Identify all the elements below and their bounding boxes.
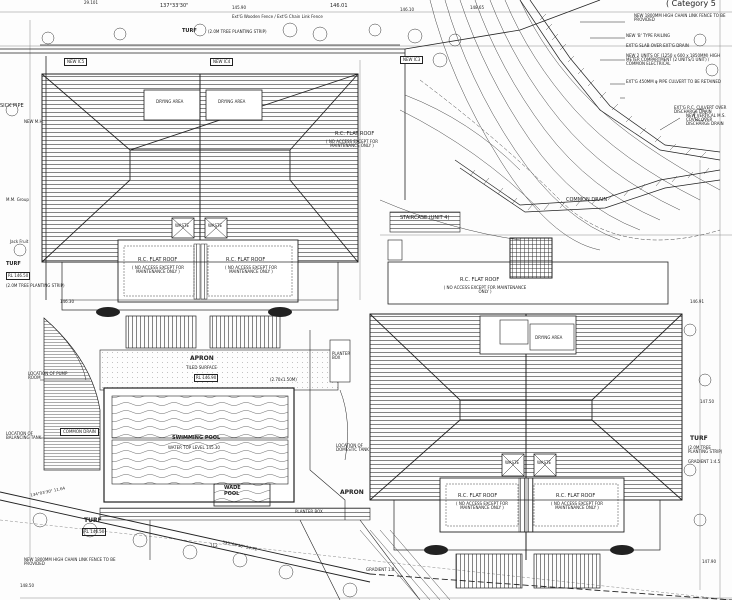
jack-fruit-label: Jack Fruit — [10, 239, 29, 244]
top-fence-note: Ext'G Wooden Fence / Ext'G Chain Link Fe… — [232, 14, 323, 19]
unit-b-rc-roof-left: R.C. FLAT ROOF — [458, 493, 498, 499]
top-tree-strip: (2.0M TREE PLANTING STRIP) — [208, 29, 267, 34]
right-turf: TURF — [690, 435, 708, 442]
right-note-fence: NEW 1800MM HIGH CHAIN LINK FENCE TO BE P… — [634, 13, 726, 22]
right-note-culvert: EXT'G 450MM φ PIPE CULVERT TO BE RETAINE… — [626, 79, 721, 84]
tiled-surface-label: TILED SURFACE — [186, 365, 217, 370]
unit-a-drying-right: DRYING AREA — [218, 99, 246, 104]
ma-group-label: M.M. Group — [6, 197, 29, 202]
level-1: 146.30 — [60, 299, 74, 304]
staircase-label: STAIRCASE (UNIT 4) — [400, 215, 450, 221]
middle-common-drain: COMMON DRAIN — [566, 197, 608, 203]
planter-dim: (2.70x1.50M) — [270, 377, 297, 382]
middle-no-access: ( NO ACCESS EXCEPT FOR MAINTENANCE ONLY … — [443, 285, 527, 294]
rc-flat-roof-box: R.C. FLAT ROOF — [335, 131, 375, 137]
top-dim-5: 148.65 — [470, 5, 484, 10]
unit-b-no-access-left: ( NO ACCESS EXCEPT FOR MAINTENANCE ONLY … — [455, 501, 509, 510]
right-gradient: GRADIENT 1:4.5 — [688, 459, 721, 464]
unit-a-waste-right: WASTE — [208, 223, 222, 228]
right-note-vertical: NEW VERTICAL M.S. COVER OVER DISCHARGE D… — [686, 113, 726, 126]
top-dim-2: 145.90 — [232, 5, 246, 10]
apron-rl: RL 146.90 — [194, 374, 219, 382]
unit-a-no-access-left: ( NO ACCESS EXCEPT FOR MAINTENANCE ONLY … — [131, 265, 185, 274]
ic3-label: NEW IC3 — [400, 56, 424, 64]
swimming-pool-label: SWIMMING POOL — [172, 435, 221, 441]
bottom-gradient: GRADIENT 1:8 — [366, 567, 395, 572]
planter-low-label: PLANTER BOX — [295, 509, 323, 514]
top-dim-1: 29.101 — [84, 0, 98, 5]
level-6: 112 — [210, 543, 218, 548]
middle-rc-roof: R.C. FLAT ROOF — [460, 277, 500, 283]
ic5-label: NEW IC5 — [64, 58, 88, 66]
level-3: 147.50 — [700, 399, 714, 404]
bottom-fence: NEW 1800MM HIGH CHAIN LINK FENCE TO BE P… — [24, 557, 116, 566]
apron-low-label: APRON — [340, 489, 364, 496]
unit-a-no-access-right: ( NO ACCESS EXCEPT FOR MAINTENANCE ONLY … — [224, 265, 278, 274]
right-note-railing: NEW 'B' TYPE RAILING — [626, 33, 671, 38]
unit-b-no-access-right: ( NO ACCESS EXCEPT FOR MAINTENANCE ONLY … — [550, 501, 604, 510]
left-turf: TURF — [6, 261, 21, 267]
left-rl: RL 146.50 — [6, 272, 31, 280]
planter-box-label: PLANTER BOX — [332, 351, 351, 360]
bottom-rl: RL 146.50 — [82, 528, 107, 536]
sick-pipe-label: SICK PIPE — [0, 103, 24, 109]
category-label: ( Category 5 — [666, 0, 716, 8]
unit-b-drying: DRYING AREA — [535, 335, 563, 340]
rc-flat-roof-box-note: ( NO ACCESS EXCEPT FOR MAINTENANCE ONLY … — [325, 139, 379, 148]
unit-a-waste-left: WASTE — [175, 223, 189, 228]
water-top-label: WATER TOP LEVEL 145.30 — [168, 445, 220, 450]
unit-b-waste-left: WASTE — [505, 460, 519, 465]
domestic-tank-label: LOCATION OF DOMESTIC TANK — [336, 443, 369, 452]
top-dim-3: 146.01 — [330, 3, 348, 9]
pump-room-label: LOCATION OF PUMP ROOM — [28, 371, 68, 380]
right-note-meter: NEW 2 UNITS OF (1250 x 600 x 1850MM) HIG… — [626, 53, 721, 66]
unit-b-waste-right: WASTE — [537, 460, 551, 465]
level-5: 148.50 — [20, 583, 34, 588]
balancing-tank-label: LOCATION OF BALANCING TANK — [6, 431, 42, 440]
top-dim-4: 146.10 — [400, 7, 414, 12]
common-drain-label: COMMON DRAIN — [60, 428, 99, 436]
apron-label: APRON — [190, 355, 214, 362]
right-note-slab: EXT'G SLAB OVER EXT'G DRAIN — [626, 43, 689, 48]
wade-pool-label: WADE POOL — [224, 485, 241, 497]
bottom-turf: TURF — [84, 517, 102, 524]
right-tree-strip: (2.0M TREE PLANTING STRIP) — [688, 445, 723, 454]
right-note-rc-culvert: EXT'G R.C. CULVERT OVER DISCHARGE DRAIN — [674, 105, 727, 114]
unit-a-rc-roof-left: R.C. FLAT ROOF — [138, 257, 178, 263]
unit-b-rc-roof-right: R.C. FLAT ROOF — [556, 493, 596, 499]
unit-a-drying-left: DRYING AREA — [156, 99, 184, 104]
top-turf: TURF — [182, 28, 197, 34]
ic4-label: NEW IC4 — [210, 58, 234, 66]
top-bearing: 137°33'30" — [160, 3, 189, 9]
unit-a-rc-roof-right: R.C. FLAT ROOF — [226, 257, 266, 263]
left-tree-strip: (2.0M TREE PLANTING STRIP) — [6, 283, 65, 288]
level-2: 146.91 — [690, 299, 704, 304]
level-4: 147.90 — [702, 559, 716, 564]
new-mh-label: NEW M.H. — [24, 119, 44, 124]
